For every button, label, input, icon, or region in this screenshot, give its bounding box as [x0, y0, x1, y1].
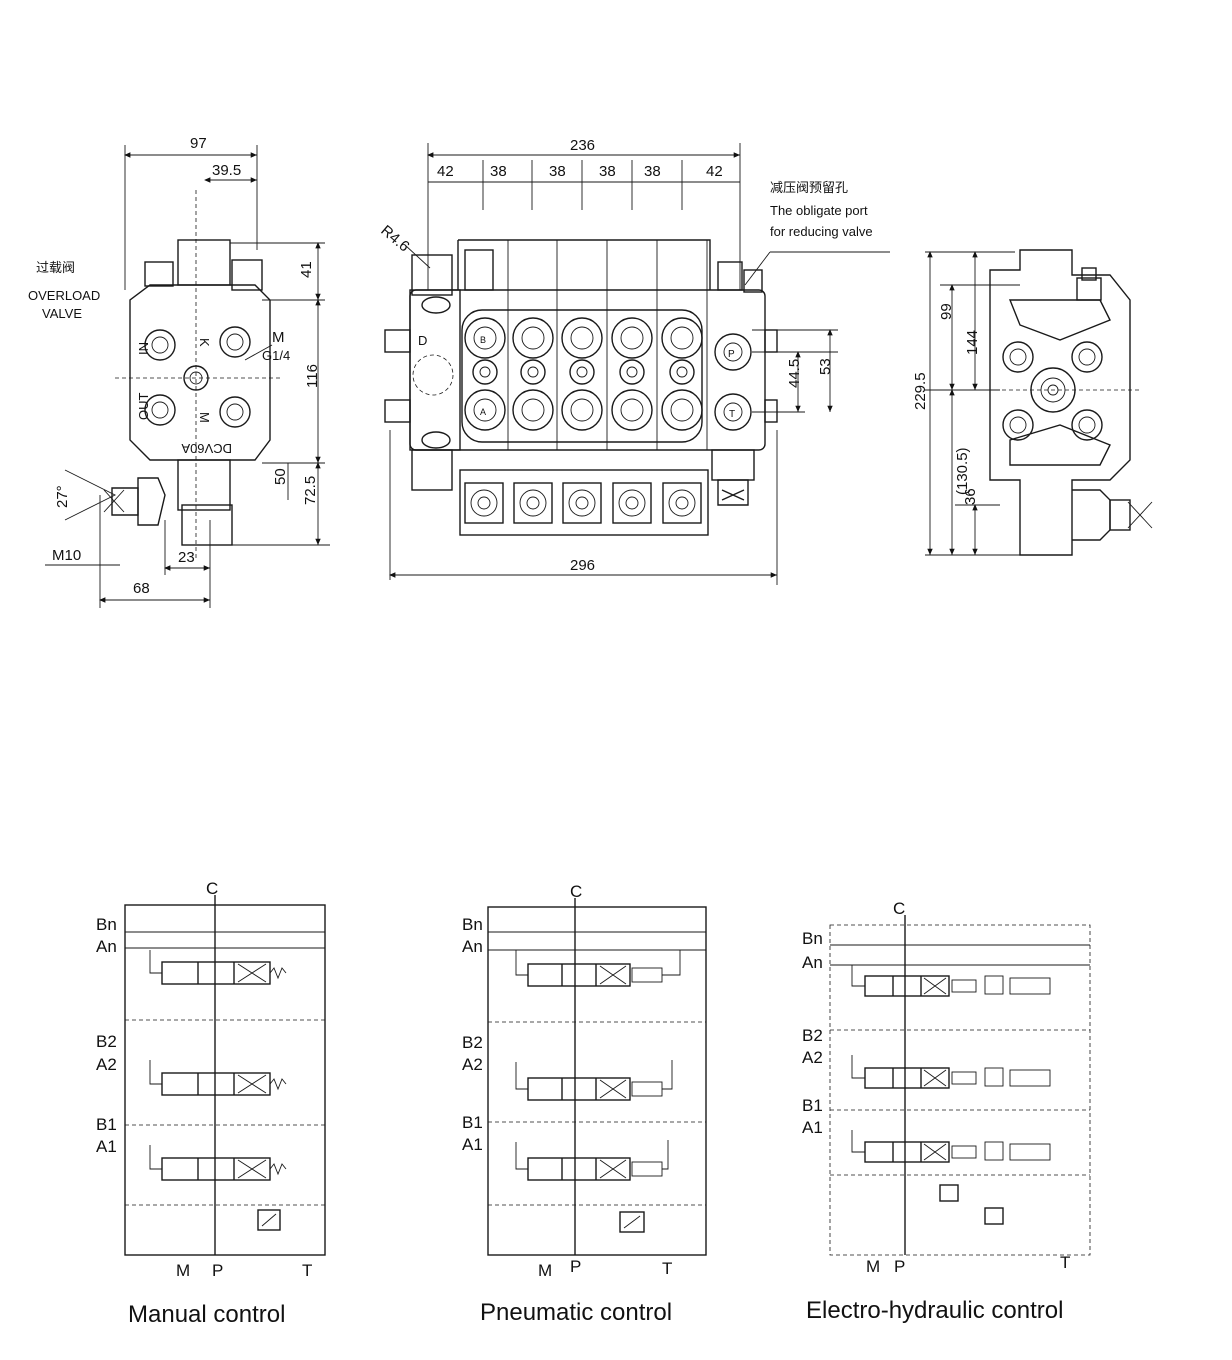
schematic-pneumatic-port-a2: A2	[462, 1055, 483, 1074]
schematic-manual-port-p: P	[212, 1261, 223, 1280]
port-p-label: P	[728, 349, 735, 360]
schematic-manual-port-b2: B2	[96, 1032, 117, 1051]
spool-sections: B A	[459, 240, 708, 450]
schematic-electro-port-b1: B1	[802, 1096, 823, 1115]
dim-seg-6: 42	[706, 163, 723, 180]
schematic-electro-port-a1: A1	[802, 1118, 823, 1137]
body-out-label: OUT	[136, 393, 151, 421]
schematic-electro-port-p: P	[894, 1257, 905, 1276]
schematic-manual-c-label: C	[206, 879, 218, 898]
dim-44-5: 44.5	[786, 359, 803, 388]
dim-116: 116	[304, 364, 321, 388]
schematic-manual: C Bn An B2 A2 B1 A1	[96, 879, 326, 1328]
schematic-pneumatic-port-b2: B2	[462, 1033, 483, 1052]
schematic-pneumatic-valve-2	[515, 1060, 673, 1101]
front-view: 236 42 38 38 38 38 42 R4.6 减压阀预留孔 The ob…	[377, 137, 890, 585]
schematic-manual-port-an: An	[96, 937, 117, 956]
schematic-manual-valve-1	[149, 1145, 287, 1181]
dim-144: 144	[964, 330, 981, 355]
port-b-label: B	[480, 335, 486, 345]
schematic-manual-port-bn: Bn	[96, 915, 117, 934]
schematic-electro-port-b2: B2	[802, 1026, 823, 1045]
reducing-port-note-en-1: The obligate port	[770, 203, 868, 218]
schematic-manual-port-a1: A1	[96, 1137, 117, 1156]
dim-36: 36	[962, 488, 979, 505]
dim-seg-5: 38	[644, 163, 661, 180]
schematic-electro-hydraulic: C Bn An B2 A2 B1 A1	[802, 899, 1091, 1324]
port-t-label: T	[729, 409, 735, 420]
schematic-pneumatic-port-p: P	[570, 1257, 581, 1276]
right-side-view: 229.5 144 99 (130.5) 36	[912, 249, 1153, 556]
schematic-manual-port-m: M	[176, 1261, 190, 1280]
schematic-manual-valve-2	[149, 1060, 287, 1096]
dim-39-5: 39.5	[212, 162, 241, 179]
dim-seg-1: 42	[437, 163, 454, 180]
schematic-pneumatic-c-label: C	[570, 882, 582, 901]
body-model-label: DCV60A	[181, 441, 232, 456]
schematic-pneumatic-caption: Pneumatic control	[480, 1299, 672, 1326]
dim-130-5: (130.5)	[954, 447, 971, 495]
dim-23: 23	[178, 549, 195, 566]
left-side-view: 过载阀 OVERLOAD VALVE IN OUT K M DCV60A 97 …	[28, 135, 330, 608]
dim-seg-3: 38	[549, 163, 566, 180]
dim-229-5: 229.5	[912, 372, 929, 410]
reducing-port-note-cn: 减压阀预留孔	[770, 180, 848, 195]
schematic-manual-caption: Manual control	[128, 1301, 285, 1328]
dim-g1-4: G1/4	[262, 348, 290, 363]
schematic-electro-valve-n	[851, 965, 1051, 997]
schematic-electro-c-label: C	[893, 899, 905, 918]
schematic-pneumatic-port-a1: A1	[462, 1135, 483, 1154]
schematic-manual-valve-n	[149, 950, 287, 985]
schematic-electro-valve-2	[851, 1055, 1051, 1089]
body-in-label: IN	[136, 342, 151, 355]
schematic-electro-caption: Electro-hydraulic control	[806, 1297, 1063, 1324]
schematic-electro-port-t: T	[1060, 1253, 1070, 1272]
dim-97: 97	[190, 135, 207, 152]
overload-valve-label-en-1: OVERLOAD	[28, 288, 100, 303]
body-m-label: M	[197, 412, 212, 423]
schematic-electro-valve-1	[851, 1130, 1051, 1163]
dim-r4-6: R4.6	[377, 222, 412, 255]
schematic-manual-port-b1: B1	[96, 1115, 117, 1134]
schematic-pneumatic-valve-1	[515, 1140, 669, 1181]
dim-m10: M10	[52, 547, 81, 564]
dim-seg-4: 38	[599, 163, 616, 180]
schematic-pneumatic-port-m: M	[538, 1261, 552, 1280]
schematic-electro-port-bn: Bn	[802, 929, 823, 948]
schematic-pneumatic-port-t: T	[662, 1259, 672, 1278]
dim-50: 50	[272, 468, 289, 485]
dim-236: 236	[570, 137, 595, 154]
schematic-electro-port-an: An	[802, 953, 823, 972]
schematic-electro-port-m: M	[866, 1257, 880, 1276]
dim-53: 53	[817, 358, 834, 375]
overload-valve-label-en-2: VALVE	[42, 306, 82, 321]
port-a-label: A	[480, 407, 486, 417]
schematic-electro-port-a2: A2	[802, 1048, 823, 1067]
overload-valve-label-cn: 过载阀	[36, 260, 75, 275]
schematic-manual-port-t: T	[302, 1261, 312, 1280]
schematic-pneumatic: C Bn An B2 A2 B1 A1	[462, 882, 707, 1326]
dim-m: M	[272, 329, 285, 346]
schematic-pneumatic-port-an: An	[462, 937, 483, 956]
dim-41: 41	[298, 261, 315, 278]
schematic-manual-port-a2: A2	[96, 1055, 117, 1074]
dim-72-5: 72.5	[302, 476, 319, 505]
dim-99: 99	[938, 303, 955, 320]
dim-68: 68	[133, 580, 150, 597]
schematic-pneumatic-port-b1: B1	[462, 1113, 483, 1132]
reducing-port-note-en-2: for reducing valve	[770, 224, 873, 239]
port-d-label: D	[418, 333, 427, 348]
dim-27-deg: 27°	[54, 485, 71, 508]
schematic-pneumatic-port-bn: Bn	[462, 915, 483, 934]
dim-seg-2: 38	[490, 163, 507, 180]
body-k-label: K	[197, 338, 212, 347]
dim-296: 296	[570, 557, 595, 574]
schematic-pneumatic-valve-n	[515, 950, 681, 987]
